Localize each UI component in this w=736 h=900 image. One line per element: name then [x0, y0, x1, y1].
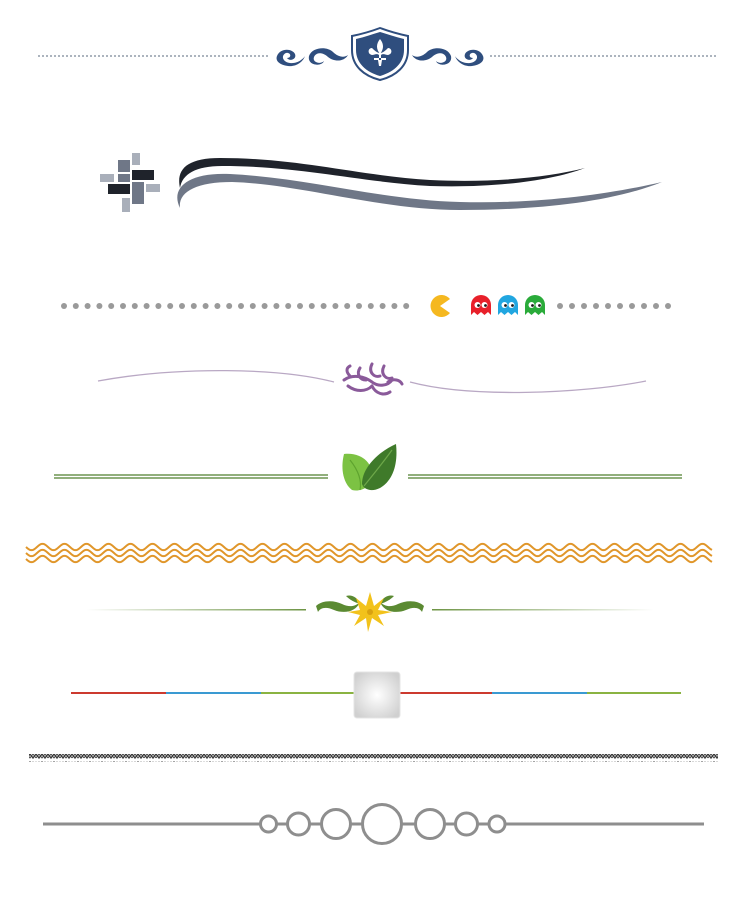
circle-md-left: [320, 808, 352, 840]
pellet-dot: [108, 303, 115, 309]
green-leaves-icon: [342, 444, 397, 491]
pellet-dot: [617, 303, 623, 309]
zigzag-divider: [0, 752, 736, 764]
pacman-divider-graphic: [61, 295, 671, 317]
pellet-dot: [167, 303, 174, 309]
tricolor-divider: [0, 668, 736, 722]
pellet-dot: [190, 303, 197, 309]
shield-divider: [0, 22, 736, 86]
right-scroll-ornament-icon: [412, 48, 484, 67]
circle-sm-right: [454, 811, 479, 837]
pellet-dot: [379, 303, 386, 309]
pellet-dot: [96, 303, 103, 309]
flourish-divider: [0, 356, 736, 400]
leaf-divider-graphic: [54, 444, 682, 491]
pellet-dot: [179, 303, 185, 309]
pellet-dot: [391, 303, 398, 309]
pellet-dot: [403, 303, 410, 309]
pellet-dot: [238, 303, 244, 309]
circles-divider-graphic: [43, 803, 704, 845]
dots-left: [61, 303, 410, 309]
pellet-dot: [641, 303, 647, 309]
pacman-icon: [430, 295, 450, 317]
yellow-flower-icon: [316, 592, 424, 632]
pellet-dot: [557, 303, 563, 309]
pellet-dot: [155, 303, 162, 309]
pellet-dot: [143, 303, 150, 309]
right-fade-line: [432, 609, 654, 611]
grey-swoosh: [177, 173, 662, 210]
dots-right: [557, 303, 671, 309]
swoosh-divider: [0, 148, 736, 218]
pellet-dot: [202, 303, 209, 309]
wave-divider: [0, 538, 736, 568]
right-curve-line: [409, 380, 647, 394]
pellet-dot: [569, 303, 575, 309]
circle-xs-left: [259, 814, 278, 834]
purple-flourish-icon: [342, 362, 404, 396]
circles-divider: [0, 800, 736, 850]
leaf-divider: [0, 440, 736, 500]
left-scroll-ornament-icon: [276, 48, 348, 67]
pellet-dot: [344, 303, 351, 309]
pellet-dot: [226, 303, 233, 309]
right-blue-segment: [492, 692, 587, 694]
grey-square-icon: [353, 671, 401, 719]
pellet-dot: [332, 303, 339, 309]
circle-xs-right: [487, 814, 507, 834]
ghost-green-icon: [525, 295, 545, 315]
left-green-segment: [261, 692, 354, 694]
wave-divider-graphic: [25, 542, 713, 564]
pellet-dot: [308, 303, 315, 309]
pellet-dot: [593, 303, 599, 309]
pellet-dot: [249, 303, 256, 309]
pellet-dot: [131, 303, 138, 309]
pellet-dot: [120, 303, 126, 309]
pellet-dot: [285, 303, 292, 309]
yellow-flower-divider: [0, 588, 736, 638]
yellow-flower-divider-graphic: [86, 592, 654, 632]
flourish-divider-graphic: [97, 362, 647, 396]
pellet-dot: [629, 303, 635, 309]
circle-md-right: [414, 808, 446, 840]
pellet-dot: [665, 303, 671, 309]
left-red-segment: [71, 692, 166, 694]
wave-line-1: [25, 542, 713, 552]
pellet-dot: [581, 303, 587, 309]
pellet-dot: [84, 303, 91, 309]
left-blue-segment: [166, 692, 261, 694]
pixel-cross-icon: [100, 153, 160, 212]
tricolor-divider-graphic: [71, 671, 681, 719]
pacman-divider: [0, 290, 736, 324]
ghost-blue-icon: [498, 295, 518, 315]
pellet-dot: [61, 303, 67, 309]
pellet-dot: [261, 303, 268, 309]
zigzag-divider-graphic: [29, 754, 718, 762]
fleur-de-lis-shield-icon: [351, 26, 409, 82]
dark-swoosh: [179, 158, 585, 188]
pellet-dot: [605, 303, 611, 309]
pellet-dot: [72, 303, 79, 309]
pellet-dot: [356, 303, 362, 309]
circle-sm-left: [286, 811, 311, 837]
wave-line-2: [25, 548, 713, 558]
pellet-dot: [214, 303, 221, 309]
zigzag-pattern-band: [29, 754, 718, 762]
swoosh-divider-graphic: [100, 153, 662, 212]
pellet-dot: [653, 303, 659, 309]
ghost-red-icon: [471, 295, 491, 315]
pellet-dot: [367, 303, 374, 309]
circle-lg-center: [361, 803, 403, 845]
pellet-dot: [273, 303, 280, 309]
shield-divider-graphic: [38, 26, 718, 82]
left-fade-line: [86, 609, 306, 611]
left-curve-line: [97, 369, 335, 383]
right-green-segment: [587, 692, 681, 694]
pellet-dot: [320, 303, 327, 309]
wave-line-3: [25, 554, 713, 564]
right-red-segment: [400, 692, 492, 694]
pellet-dot: [297, 303, 303, 309]
